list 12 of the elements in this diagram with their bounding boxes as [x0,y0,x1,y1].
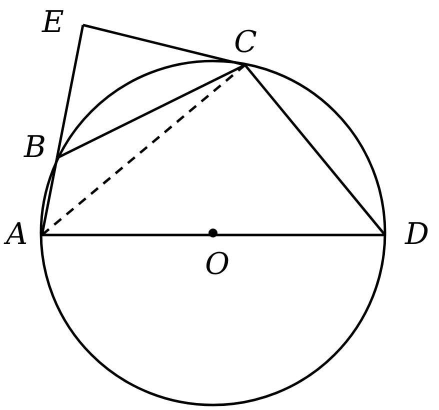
line-segment [40,158,58,236]
point-label: O [205,250,230,280]
line-segment [82,24,246,66]
point-label: C [234,28,257,58]
point-label: E [42,8,64,38]
line-segment [42,234,385,236]
line-segment [244,64,386,236]
point-label: D [405,220,430,250]
dashed-line [41,64,246,236]
line-segment [56,24,84,158]
point-label: A [6,220,28,250]
point-label: B [24,133,46,163]
